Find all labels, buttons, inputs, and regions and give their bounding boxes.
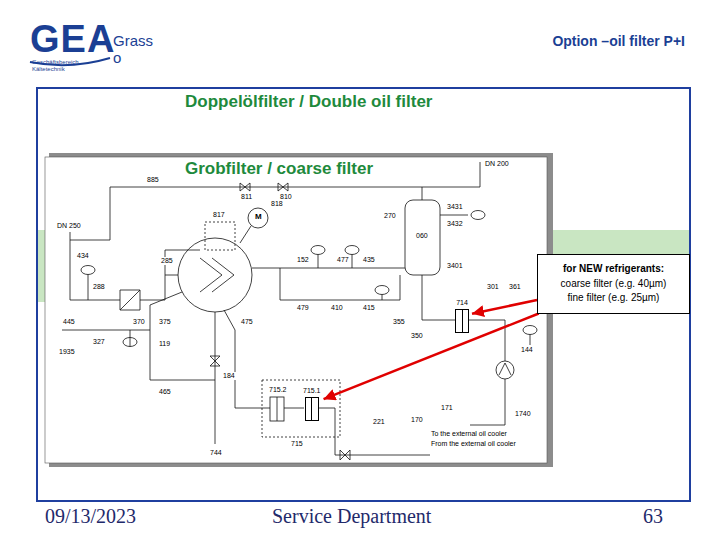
callout-number: 445 <box>62 318 76 326</box>
division-name: Geschäftsbereich Kältetechnik <box>32 59 90 73</box>
part-number: 714 <box>456 299 468 307</box>
page-number: 63 <box>643 505 663 528</box>
instrument-stem <box>88 255 530 347</box>
callout-number: 184 <box>222 372 236 380</box>
callout-number: 285 <box>160 257 174 265</box>
filter-body <box>305 397 319 421</box>
callout-number: 270 <box>383 212 397 220</box>
oil-separator <box>405 200 440 275</box>
motor-letter: M <box>255 213 262 222</box>
pipe-note: To the external oil cooler <box>430 430 508 438</box>
callout-number: 301 <box>486 283 500 291</box>
footer-date: 09/13/2023 <box>45 505 136 528</box>
callout-number: 355 <box>392 318 406 326</box>
callout-text: fine filter (e.g. 25µm) <box>543 291 684 306</box>
callout-number: 3431 <box>446 203 464 211</box>
callout-number: 715.2 <box>268 386 288 394</box>
footer-department: Service Department <box>272 505 431 528</box>
pipe-size: DN 250 <box>56 222 82 230</box>
drawing-sheet <box>45 157 547 463</box>
callout-number: 144 <box>520 346 534 354</box>
callout-number: 1740 <box>514 410 532 418</box>
callout-number: 885 <box>146 176 160 184</box>
callout-number: 221 <box>372 418 386 426</box>
instrument-bubble <box>311 246 325 255</box>
pipe-size: DN 200 <box>484 160 510 168</box>
callout-number: 3432 <box>446 220 464 228</box>
slide-title: Option –oil filter P+I <box>552 33 685 49</box>
callout-number: 715 <box>290 440 304 448</box>
callout-number: 361 <box>508 283 522 291</box>
callout-number: 744 <box>209 449 223 457</box>
callout-number: 3401 <box>446 262 464 270</box>
instrument-bubble <box>81 266 95 275</box>
callout-number: 152 <box>296 256 310 264</box>
callout-number: 475 <box>240 318 254 326</box>
callout-number: 350 <box>410 332 424 340</box>
callout-number: 415 <box>362 304 376 312</box>
callout-number: 410 <box>330 304 344 312</box>
compressor-chevrons <box>200 258 234 292</box>
callout-number: 434 <box>76 252 90 260</box>
callout-number: 817 <box>212 211 226 219</box>
valve-symbol <box>210 183 350 460</box>
callout-number: 435 <box>362 256 376 264</box>
oil-filter-symbol: 715.1 <box>300 386 324 422</box>
brand-name: Grasso <box>113 33 157 66</box>
callout-number: 170 <box>410 416 424 424</box>
filter-body <box>270 397 284 421</box>
callout-number: 060 <box>415 232 429 240</box>
filter-body <box>455 309 469 333</box>
instrument-bubble <box>471 211 485 220</box>
pipe-note: From the external oil cooler <box>430 440 517 448</box>
slide-heading: Doppelölfilter / Double oil filter <box>185 92 475 112</box>
oil-pump-triangle <box>499 363 511 375</box>
callout-number: 327 <box>92 338 106 346</box>
callout-number: 818 <box>270 200 284 208</box>
pointer-arrow <box>324 314 539 400</box>
callout-number: 375 <box>158 318 172 326</box>
oil-filter-symbol: 714 <box>452 298 472 334</box>
motor-symbol <box>248 208 268 228</box>
pipework <box>62 162 537 460</box>
callout-box: for NEW refrigerants:coarse filter (e.g.… <box>537 254 690 314</box>
compressor-symbol <box>178 238 252 312</box>
callout-number: 1935 <box>58 348 76 356</box>
callout-number: 288 <box>92 283 106 291</box>
callout-number: 119 <box>158 340 171 348</box>
double-filter-box <box>262 380 340 437</box>
callout-number: 465 <box>158 388 172 396</box>
filter-element <box>277 397 278 421</box>
instrument-bubble <box>345 246 359 255</box>
part-number: 715.1 <box>303 387 321 395</box>
callout-number: 171 <box>440 404 454 412</box>
pointer-arrow <box>472 300 537 314</box>
motor-shaft <box>240 226 251 243</box>
pipe-line <box>62 162 505 455</box>
callout-text: coarse filter (e.g. 40µm) <box>543 277 684 292</box>
callout-number: 479 <box>296 304 310 312</box>
oil-pump <box>496 361 514 379</box>
company-logo: GEA <box>30 20 115 58</box>
valve-group-box <box>205 222 235 250</box>
strainer-symbol <box>120 290 140 310</box>
instrument-bubble <box>375 286 389 295</box>
instrument-bubble <box>523 326 537 335</box>
slide-subheading: Grobfilter / coarse filter <box>185 159 373 179</box>
callout-text: for NEW refrigerants: <box>543 262 684 277</box>
slide-frame <box>37 88 690 501</box>
callout-number: 370 <box>132 318 146 326</box>
callout-number: 477 <box>336 256 350 264</box>
callout-number: 811 <box>240 193 253 201</box>
